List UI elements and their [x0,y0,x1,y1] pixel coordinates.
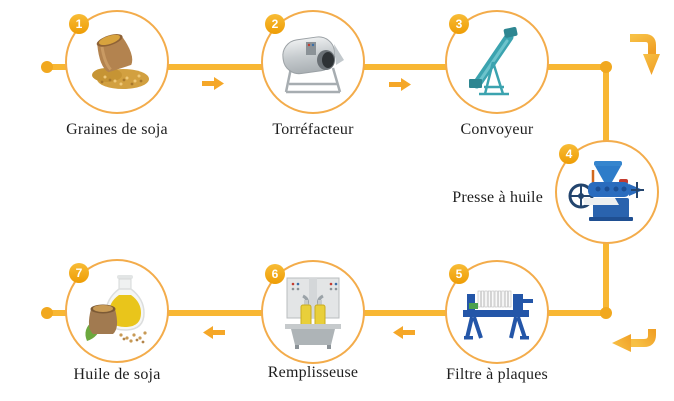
step-5-number-badge: 5 [449,264,469,284]
step-4-label: Presse à huile [452,189,543,206]
step-3-number-badge: 3 [449,14,469,34]
step-2-label: Torréfacteur [272,121,354,138]
flow-end-dot [41,307,53,319]
flow-start-dot [41,61,53,73]
turn-down-arrow-icon [630,34,660,75]
step-5-label: Filtre à plaques [446,366,548,383]
flow-arrow-right-2 [389,78,411,91]
step-1-number-badge: 1 [69,14,89,34]
step-1-circle: 1 [65,10,169,114]
step-6-number-badge: 6 [265,264,285,284]
flow-arrow-right-1 [202,77,224,90]
oil-press-icon [568,161,644,221]
step-3-label: Convoyeur [460,121,534,138]
flow-arrow-left-1 [393,326,415,339]
flow-arrow-left-2 [203,326,225,339]
flow-corner-dot-top [600,61,612,73]
step-7-number-badge: 7 [69,263,89,283]
step-6-label: Remplisseuse [267,364,359,381]
step-6-circle: 6 [261,260,365,364]
filling-machine-icon [285,277,341,349]
step-2-circle: 2 [261,10,365,114]
step-2-number-badge: 2 [265,14,285,34]
soybean-oil-icon [85,275,147,344]
turn-left-arrow-icon [612,329,656,352]
soybean-sack-icon [92,34,149,89]
plate-filter-icon [463,290,533,340]
step-4-number-badge: 4 [559,144,579,164]
screw-conveyor-icon [469,27,518,96]
flow-corner-dot-bottom [600,307,612,319]
step-4-circle: 4 [555,140,659,244]
roaster-icon [282,36,344,94]
step-1-label: Graines de soja [66,121,168,138]
step-7-circle: 7 [65,259,169,363]
step-5-circle: 5 [445,260,549,364]
step-7-label: Huile de soja [73,366,161,383]
step-3-circle: 3 [445,10,549,114]
